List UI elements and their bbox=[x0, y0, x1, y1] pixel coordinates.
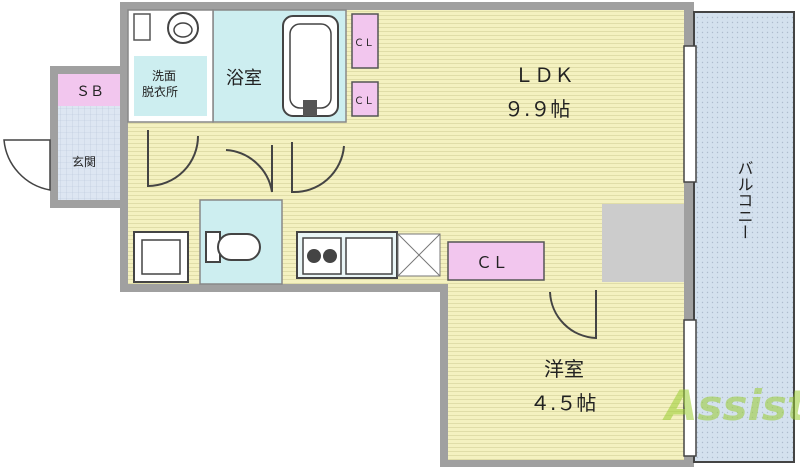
toilet-bowl bbox=[217, 233, 261, 261]
closet-upper-label: ＣＬ bbox=[354, 38, 374, 49]
entrance-label: 玄関 bbox=[72, 154, 96, 169]
entrance-door bbox=[3, 139, 51, 191]
washroom-tile bbox=[134, 56, 207, 116]
fridge-cross-2 bbox=[397, 233, 441, 277]
closet-lower-label: ＣＬ bbox=[354, 96, 374, 107]
ldk-size-label: ９.９帖 bbox=[504, 97, 570, 121]
western-door bbox=[549, 290, 597, 340]
balcony-label: バルコニー bbox=[735, 160, 754, 240]
wash-basin-bowl bbox=[173, 22, 193, 38]
closet-upper bbox=[351, 13, 379, 69]
western-size-label: ４.５帖 bbox=[530, 391, 596, 415]
closet-western-label: ＣＬ bbox=[476, 253, 508, 272]
ldk-door bbox=[291, 142, 345, 194]
shoe-box-label: ＳＢ bbox=[76, 84, 104, 100]
sink bbox=[345, 237, 393, 275]
entrance-floor bbox=[58, 106, 120, 200]
stove bbox=[302, 237, 342, 275]
burner-right bbox=[323, 249, 337, 263]
western-name-label: 洋室 bbox=[544, 357, 584, 381]
window-ldk bbox=[683, 45, 697, 183]
laundry-pan-inner bbox=[141, 239, 181, 275]
burner-left bbox=[307, 249, 321, 263]
shoe-box bbox=[58, 74, 120, 106]
washroom-label-2: 脱衣所 bbox=[142, 84, 178, 99]
washroom-label-1: 洗面 bbox=[152, 69, 176, 83]
washroom-door bbox=[147, 130, 199, 188]
watermark-logo: Assist bbox=[662, 381, 800, 430]
balcony bbox=[693, 11, 795, 463]
pillar bbox=[602, 204, 684, 282]
ldk-name-label: ＬＤＫ bbox=[514, 63, 574, 87]
window-western bbox=[683, 319, 697, 457]
closet-lower bbox=[351, 81, 379, 117]
bath-label: 浴室 bbox=[226, 68, 262, 89]
toilet-door bbox=[225, 145, 273, 193]
closet-western bbox=[447, 241, 545, 281]
washroom-storage bbox=[133, 13, 151, 41]
wash-basin bbox=[167, 12, 199, 44]
faucet bbox=[303, 100, 317, 116]
